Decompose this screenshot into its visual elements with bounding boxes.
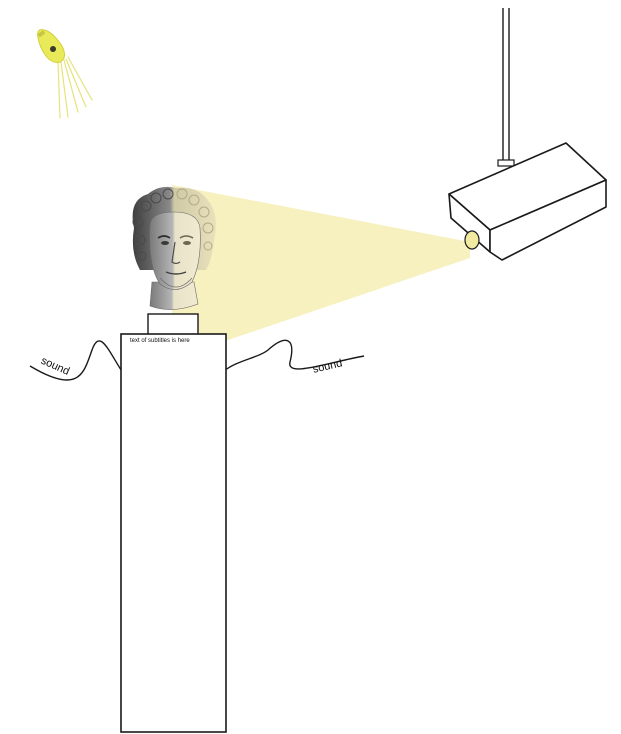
- sound-label-right: sound: [312, 357, 344, 375]
- subtitle-text: text of subtitles is here: [130, 338, 190, 344]
- bulb-socket: [37, 30, 46, 38]
- projector-side: [489, 179, 607, 261]
- sound-wire-right: [223, 339, 365, 372]
- bust-curls: [132, 188, 174, 261]
- bust-brow-right: [179, 235, 194, 239]
- bust-curls-lit: [176, 188, 214, 251]
- bust-neck: [149, 281, 199, 310]
- bulb-glass: [37, 29, 66, 63]
- ceiling-mount: [497, 159, 515, 167]
- bust-nose: [171, 241, 181, 265]
- bust-brow-left: [157, 235, 171, 239]
- bust-eye-left: [161, 241, 169, 245]
- sound-wire-left: [29, 340, 124, 381]
- projector-lens: [464, 230, 480, 250]
- bulb-filament: [50, 46, 56, 52]
- bust-plinth: [147, 313, 199, 336]
- pedestal-column: [120, 333, 227, 733]
- ceiling-projector-icon: [448, 8, 607, 261]
- light-rays: [57, 56, 93, 119]
- bust-chin: [159, 277, 193, 288]
- bust-face: [149, 211, 201, 290]
- projection-beam: [172, 185, 470, 340]
- sound-label-left: sound: [39, 355, 71, 378]
- spotlight-bulb-icon: [37, 29, 93, 119]
- bust-mouth: [165, 271, 187, 275]
- classical-bust-icon: [132, 186, 216, 310]
- bust-eye-right: [183, 241, 191, 245]
